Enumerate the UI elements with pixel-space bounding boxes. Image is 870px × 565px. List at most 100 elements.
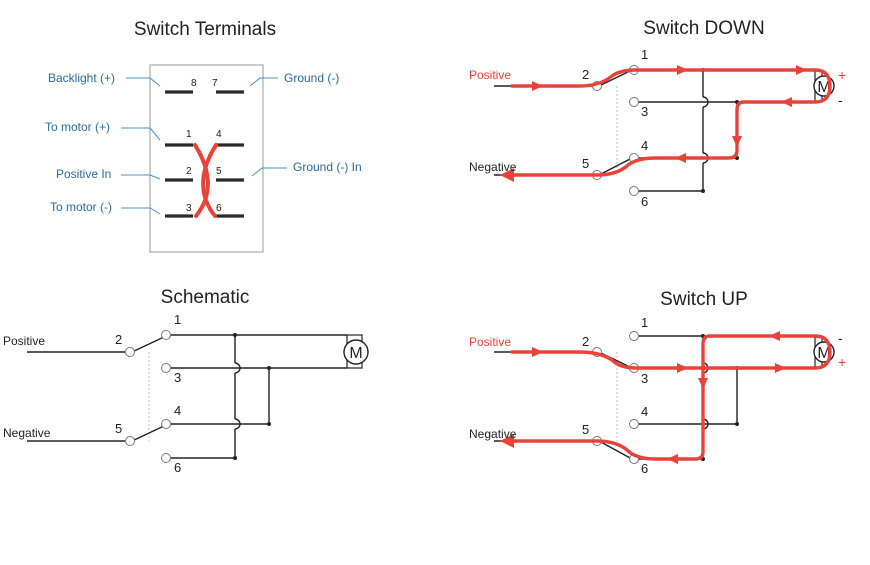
schem-junction bbox=[267, 366, 271, 370]
schem-label-positive: Positive bbox=[3, 334, 45, 348]
terminal-number-2: 2 bbox=[186, 166, 192, 177]
down-number-4: 4 bbox=[641, 138, 648, 153]
up-number-5: 5 bbox=[582, 422, 589, 437]
label-to-motor-minus: To motor (-) bbox=[50, 200, 112, 214]
down-arrow-negative bbox=[500, 168, 514, 182]
down-arrow-positive bbox=[532, 81, 543, 91]
up-arrow-4 bbox=[698, 378, 708, 389]
up-number-4: 4 bbox=[641, 404, 648, 419]
switch-down-title: Switch DOWN bbox=[643, 18, 764, 39]
down-junction bbox=[701, 189, 705, 193]
up-label-negative: Negative bbox=[469, 427, 517, 441]
down-label-negative: Negative bbox=[469, 160, 517, 174]
down-label-positive: Positive bbox=[469, 68, 511, 82]
down-arrow-1 bbox=[677, 65, 688, 75]
down-arrow-4 bbox=[732, 136, 742, 147]
up-number-6: 6 bbox=[641, 461, 648, 476]
up-arrow-5 bbox=[667, 454, 678, 464]
schematic-title: Schematic bbox=[161, 287, 250, 308]
up-number-1: 1 bbox=[641, 315, 648, 330]
schem-number-3: 3 bbox=[174, 370, 181, 385]
leader-backlight bbox=[126, 77, 161, 87]
switch-down-panel: Switch DOWN M + - bbox=[469, 18, 846, 209]
switch-up-title: Switch UP bbox=[660, 289, 748, 310]
schem-number-4: 4 bbox=[174, 403, 181, 418]
terminal-number-4: 4 bbox=[216, 129, 222, 140]
schem-junction bbox=[233, 333, 237, 337]
terminal-number-8: 8 bbox=[191, 78, 197, 89]
down-arrow-5 bbox=[675, 153, 686, 163]
leader-positive-in bbox=[121, 174, 161, 180]
down-number-3: 3 bbox=[641, 104, 648, 119]
label-backlight: Backlight (+) bbox=[48, 71, 115, 85]
down-number-5: 5 bbox=[582, 156, 589, 171]
schem-node-1 bbox=[161, 330, 171, 340]
down-arrow-3 bbox=[781, 97, 792, 107]
up-junction bbox=[735, 422, 739, 426]
schem-node-5 bbox=[125, 436, 135, 446]
schem-lever-bottom bbox=[131, 425, 165, 442]
up-node-1 bbox=[629, 331, 639, 341]
switch-up-panel: Switch UP M - + bbox=[469, 289, 846, 476]
schem-number-5: 5 bbox=[115, 421, 122, 436]
schem-node-4 bbox=[161, 419, 171, 429]
up-motor-plus: + bbox=[838, 354, 846, 370]
terminal-number-5: 5 bbox=[216, 166, 222, 177]
up-arrow-1 bbox=[677, 363, 688, 373]
down-lever-top bbox=[598, 69, 633, 87]
up-label-positive: Positive bbox=[469, 335, 511, 349]
label-to-motor-plus: To motor (+) bbox=[45, 120, 110, 134]
down-node-3 bbox=[629, 97, 639, 107]
up-arrow-3 bbox=[769, 331, 780, 341]
down-arrow-2 bbox=[796, 65, 807, 75]
up-number-2: 2 bbox=[582, 334, 589, 349]
crossover-wire-1-6 bbox=[193, 143, 210, 218]
schematic-panel: Schematic M 1 2 3 4 5 6 Posit bbox=[3, 287, 369, 475]
label-ground: Ground (-) bbox=[284, 71, 339, 85]
terminal-number-7: 7 bbox=[212, 78, 218, 89]
up-node-4 bbox=[629, 419, 639, 429]
down-lever-bottom bbox=[598, 157, 633, 176]
terminal-number-6: 6 bbox=[216, 203, 222, 214]
leader-ground-in bbox=[251, 167, 287, 177]
schem-label-negative: Negative bbox=[3, 426, 51, 440]
label-positive-in: Positive In bbox=[56, 167, 111, 181]
label-ground-in: Ground (-) In bbox=[293, 160, 362, 174]
down-motor-label: M bbox=[817, 79, 830, 96]
schem-number-2: 2 bbox=[115, 332, 122, 347]
down-number-1: 1 bbox=[641, 47, 648, 62]
up-current-path bbox=[504, 334, 832, 461]
down-motor-minus: - bbox=[838, 92, 843, 108]
up-motor-label: M bbox=[817, 345, 830, 362]
down-current-path bbox=[504, 68, 832, 177]
down-motor-plus: + bbox=[838, 67, 846, 83]
up-lever-bottom bbox=[598, 440, 633, 460]
schem-node-2 bbox=[125, 347, 135, 357]
schem-bus-hop-1 bbox=[234, 362, 241, 374]
schem-node-6 bbox=[161, 453, 171, 463]
switch-terminals-panel: Switch Terminals 8 7 1 4 2 5 3 6 Backlig… bbox=[45, 19, 362, 253]
schem-number-1: 1 bbox=[174, 312, 181, 327]
schem-bus-hop-2 bbox=[234, 418, 241, 430]
schem-motor bbox=[343, 339, 369, 365]
crossover-wire-4-3 bbox=[201, 143, 218, 218]
schem-junction bbox=[233, 456, 237, 460]
schem-lever-top bbox=[131, 336, 165, 353]
up-arrow-positive bbox=[532, 347, 543, 357]
leader-to-motor-minus bbox=[121, 207, 161, 215]
switch-body bbox=[149, 64, 264, 253]
up-arrow-2 bbox=[775, 363, 786, 373]
leader-to-motor-plus bbox=[121, 127, 161, 141]
down-number-2: 2 bbox=[582, 67, 589, 82]
terminal-number-1: 1 bbox=[186, 129, 192, 140]
schem-junction bbox=[267, 422, 271, 426]
down-bus-hop-1 bbox=[702, 96, 709, 108]
terminal-number-3: 3 bbox=[186, 203, 192, 214]
schem-motor-label: M bbox=[349, 345, 362, 362]
leader-ground bbox=[249, 77, 278, 87]
schem-node-3 bbox=[161, 363, 171, 373]
up-number-3: 3 bbox=[641, 371, 648, 386]
down-number-6: 6 bbox=[641, 194, 648, 209]
down-node-6 bbox=[629, 186, 639, 196]
